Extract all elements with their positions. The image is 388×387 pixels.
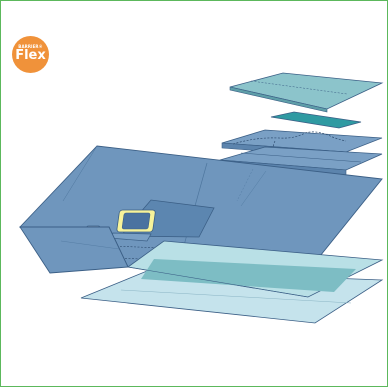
dark-teal-strip xyxy=(271,112,361,128)
main-drape-front-edge xyxy=(20,227,128,273)
top-teal-sheet xyxy=(230,73,382,112)
